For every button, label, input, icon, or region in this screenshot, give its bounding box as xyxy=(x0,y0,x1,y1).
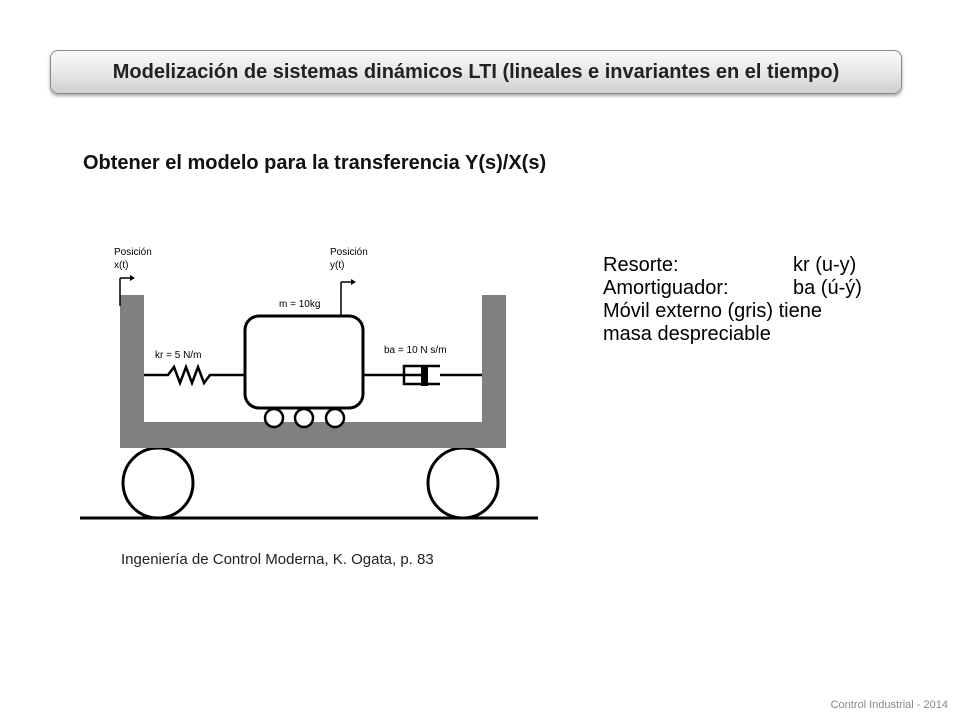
position-y-label-2: y(t) xyxy=(330,260,344,271)
slide-subtitle: Obtener el modelo para la transferencia … xyxy=(83,152,547,174)
position-y-label-1: Posición xyxy=(330,247,368,258)
damper-piston xyxy=(421,365,428,386)
damper-label: ba = 10 N s/m xyxy=(384,345,447,356)
mass-block xyxy=(243,314,365,410)
mass-spring-damper-diagram: Posición x(t) Posición y(t) m = 10kg kr … xyxy=(78,238,540,528)
position-x-arrowhead xyxy=(130,275,135,281)
note-value: kr (u-y) xyxy=(793,254,857,276)
right-wheel xyxy=(426,446,500,520)
title-bar: Modelización de sistemas dinámicos LTI (… xyxy=(50,50,902,94)
note-key: Amortiguador: xyxy=(603,277,729,299)
note-key: Resorte: xyxy=(603,254,679,276)
note-row-spring: Resorte: kr (u-y) xyxy=(603,254,903,277)
note-line-3: Móvil externo (gris) tiene xyxy=(603,300,822,322)
mass-wheel-1 xyxy=(263,407,285,429)
position-x-label-2: x(t) xyxy=(114,260,128,271)
position-y-arrowhead xyxy=(351,279,356,285)
equations-notes: Resorte: kr (u-y) Amortiguador: ba (ú-ý)… xyxy=(603,254,903,346)
position-x-label-1: Posición xyxy=(114,247,152,258)
figure-caption: Ingeniería de Control Moderna, K. Ogata,… xyxy=(121,551,434,568)
left-wheel xyxy=(121,446,195,520)
note-value: ba (ú-ý) xyxy=(793,277,862,299)
gray-cart xyxy=(120,295,506,448)
spring xyxy=(144,363,245,387)
mass-label: m = 10kg xyxy=(279,299,320,310)
note-line-4: masa despreciable xyxy=(603,323,771,345)
mass-wheel-3 xyxy=(324,407,346,429)
spring-label: kr = 5 N/m xyxy=(155,350,201,361)
slide-title: Modelización de sistemas dinámicos LTI (… xyxy=(112,60,840,83)
mass-wheel-2 xyxy=(293,407,315,429)
note-row-damper: Amortiguador: ba (ú-ý) xyxy=(603,277,903,300)
footer-text: Control Industrial - 2014 xyxy=(830,699,948,711)
